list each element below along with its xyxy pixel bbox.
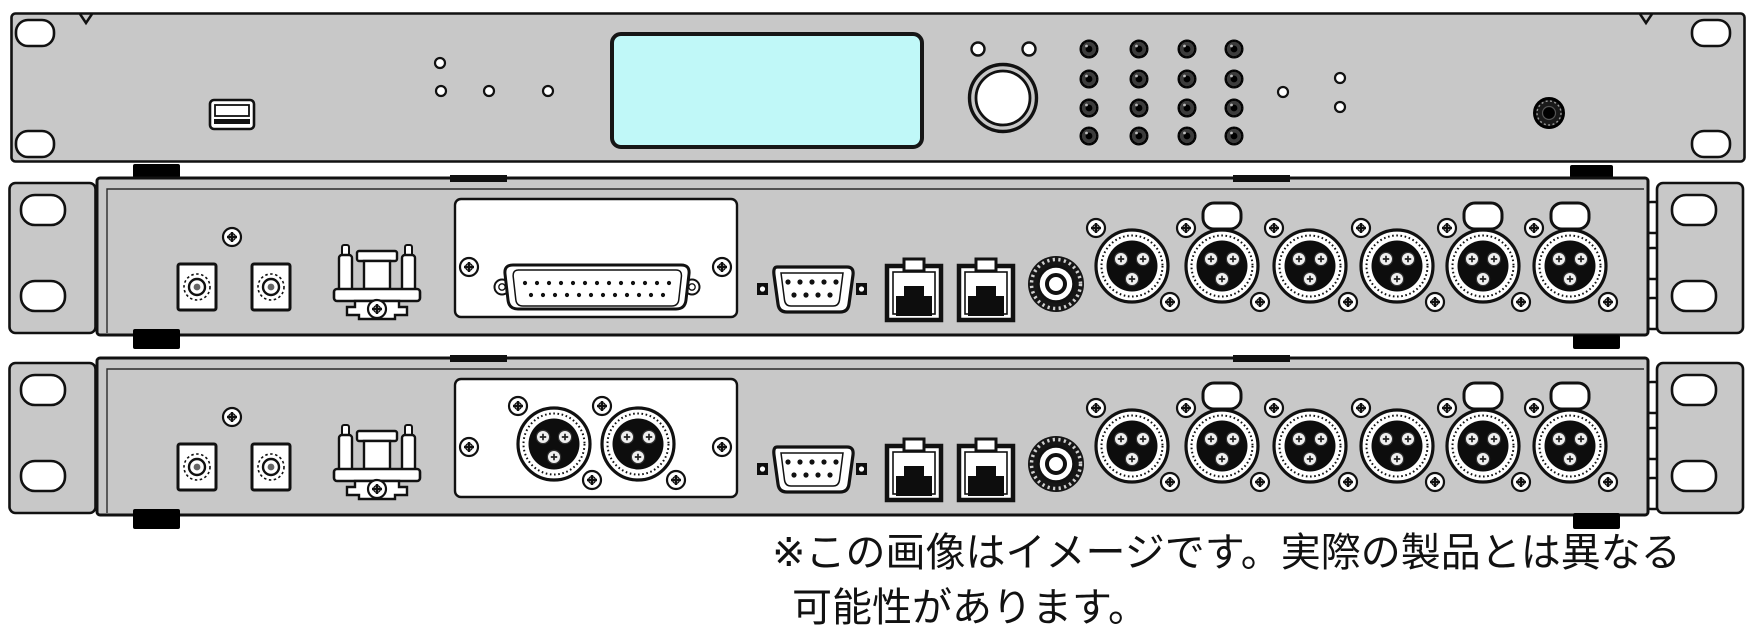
panel-button [1079,69,1099,89]
rubber-foot [133,164,180,178]
rack-ear-right [1655,181,1745,335]
panel-hole [541,84,555,98]
rubber-foot [1570,165,1613,178]
dc-power-jack [176,262,218,312]
lcd-display [610,32,924,149]
power-cord-clamp [332,424,422,501]
panel-hole [434,84,448,98]
panel-hole [1333,100,1347,114]
rubber-foot [1573,513,1620,529]
panel-button [1224,39,1244,59]
db25-pins [522,280,672,298]
plate-screw [711,256,733,278]
rack-ear-left [8,181,97,335]
bnc-connector [1026,254,1086,314]
foot-mark [1233,175,1290,182]
rack-ear-hole [1670,279,1718,313]
panel-button [1129,126,1149,146]
rack-ear-hole [1670,193,1718,227]
option-slot-xlr-pair [453,377,739,499]
foot-mark [450,175,507,182]
panel-button [1224,69,1244,89]
db25-connector [493,263,701,311]
status-led [1021,41,1037,57]
rotary-knob [967,62,1039,134]
top-notch [78,13,94,26]
rack-ear-hole [1670,373,1718,407]
caption-line-1: ※この画像はイメージです。実際の製品とは異なる [772,530,1681,576]
panel-button [1129,69,1149,89]
rear-panel-upper-unit [8,164,1745,349]
rack-ear-hole [19,193,67,227]
rack-ear-hole [19,459,67,493]
caption-line-2: 可能性があります。 [792,585,1148,631]
panel-button [1177,69,1197,89]
panel-button [1129,39,1149,59]
rack-ear-hole [1670,459,1718,493]
foot-mark [450,355,507,362]
bnc-connector [1026,434,1086,494]
panel-edge-line [106,368,1644,513]
rack-ear-hole [1690,18,1732,48]
dc-power-jack [250,262,292,312]
panel-button [1177,126,1197,146]
option-slot-db25 [453,197,739,319]
panel-screw [221,226,243,248]
plate-screw [711,436,733,458]
panel-button [1224,126,1244,146]
panel-button [1177,98,1197,118]
ethernet-port-2 [959,259,1013,320]
panel-hole [1333,71,1347,85]
panel-button [1079,126,1099,146]
panel-hole [433,56,447,70]
panel-button [1129,98,1149,118]
rack-ear-right [1690,18,1732,159]
rack-ear-hole [14,18,56,48]
rubber-foot [133,329,180,349]
panel-hole [1276,85,1290,99]
dc-power-jack [176,442,218,492]
front-panel-unit [10,12,1746,163]
panel-button [1224,98,1244,118]
plate-screw [458,256,480,278]
rack-ear-hole [19,373,67,407]
rack-ear-hole [1690,129,1732,159]
status-led [970,41,986,57]
panel-screw [221,406,243,428]
rack-ear-left [14,18,56,159]
foot-mark [1233,355,1290,362]
dc-power-jack [250,442,292,492]
panel-edge-line [106,188,1644,333]
rear-panel-lower-unit [8,355,1745,529]
ethernet-port-1 [887,439,941,500]
ethernet-port-2 [959,439,1013,500]
panel-hole [482,84,496,98]
rack-ear-right [1655,361,1745,515]
rubber-foot [133,509,180,529]
panel-button [1079,39,1099,59]
rack-ear-hole [14,129,56,159]
panel-button [1079,98,1099,118]
headphone-jack [1533,97,1565,129]
ethernet-port-1 [887,259,941,320]
usb-port [208,98,256,131]
rack-ear-hole [19,279,67,313]
top-notch [1638,13,1654,26]
rack-ear-left [8,361,97,515]
plate-screw [458,436,480,458]
power-cord-clamp [332,244,422,321]
rubber-foot [1573,335,1620,349]
panel-button [1177,39,1197,59]
